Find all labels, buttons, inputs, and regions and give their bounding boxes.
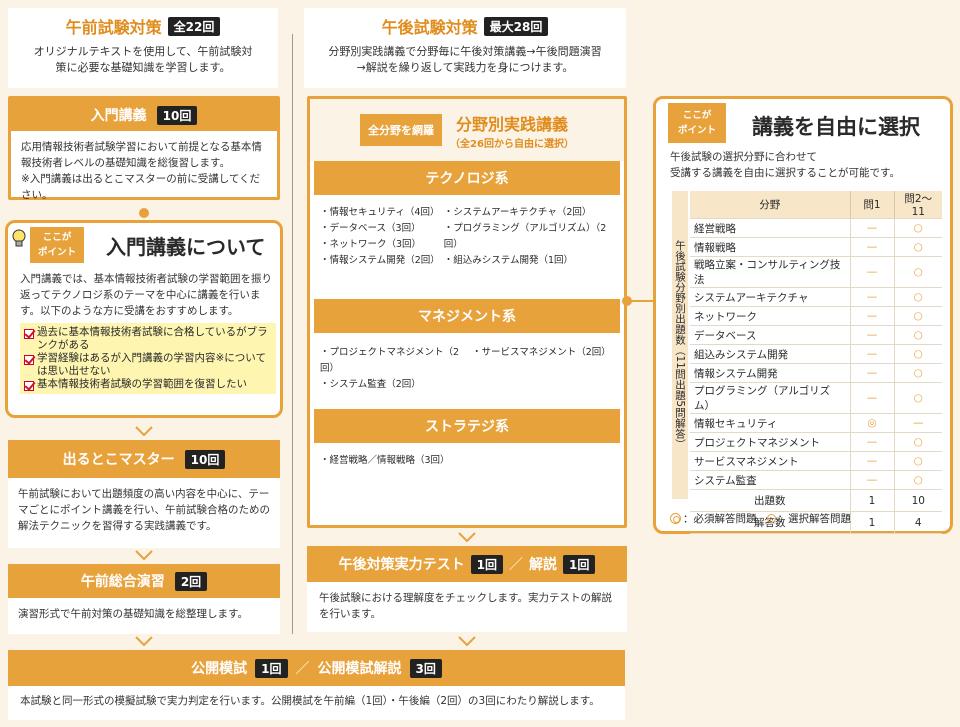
field-title: 分野別実践講義 [455, 114, 568, 134]
table-row: サービスマネジメント—○ [690, 451, 942, 471]
test-box: 午後対策実力テスト 1回 ／ 解説 1回 午後試験における理解度をチェックします… [307, 546, 627, 632]
table-row: 経営戦略—○ [690, 218, 942, 238]
master-text: 午前試験において出題頻度の高い内容を中心に、テーマごとにポイント講義を行い、午前… [18, 488, 270, 532]
mock-explain-count: 3回 [409, 658, 442, 678]
intro-box: 入門講義 10回 応用情報技術者試験学習において前提となる基本情報技術者レベルの… [8, 96, 280, 201]
table-legend: ：必須解答問題 ：選択解答問題 [670, 511, 851, 526]
intro-header: 入門講義 10回 [11, 99, 277, 131]
practice-text: 演習形式で午前対策の基礎知識を総整理します。 [18, 608, 248, 620]
mock-title: 公開模試 [191, 661, 248, 677]
field-box: 全分野を網羅 分野別実践講義 （全26回から自由に選択） テクノロジ系 ・情報セ… [307, 96, 627, 528]
point-tag: ここが ポイント [30, 227, 84, 263]
intro-point-text: 入門講義では、基本情報技術者試験の学習範囲を振り返ってテクノロジ系のテーマを中心… [20, 273, 272, 317]
strat-list: ・経営戦略／情報戦略（3回） [320, 455, 450, 466]
field-sub: （全26回から自由に選択） [450, 138, 574, 150]
table-row: プロジェクトマネジメント—○ [690, 432, 942, 452]
check-item: 基本情報技術者試験の学習範囲を復習したい [24, 378, 272, 391]
explain-title: 解説 [529, 557, 557, 573]
master-box: 出るとこマスター 10回 午前試験において出題頻度の高い内容を中心に、テーマごと… [8, 440, 280, 548]
select-title: 講義を自由に選択 [752, 115, 920, 139]
test-header: 午後対策実力テスト 1回 ／ 解説 1回 [307, 546, 627, 582]
select-point-tag: ここが ポイント [668, 103, 726, 143]
morning-desc: オリジナルテキストを使用して、午前試験対策に必要な基礎知識を学習します。 [33, 45, 253, 74]
tech-list: ・情報セキュリティ（4回） ・データベース（3回） ・ネットワーク（3回） ・情… [320, 207, 607, 266]
intro-title: 入門講義 [90, 108, 147, 124]
chevron-down-icon [458, 532, 476, 542]
intro-point-title: 入門講義について [106, 235, 266, 259]
check-list: 過去に基本情報技術者試験に合格しているがブランクがある 学習経験はあるが入門講義… [20, 323, 276, 394]
chevron-down-icon [135, 550, 153, 560]
check-icon [24, 329, 34, 339]
table-row: システムアーキテクチャ—○ [690, 287, 942, 307]
connector-dot [622, 296, 632, 306]
check-item: 過去に基本情報技術者試験に合格しているがブランクがある [24, 326, 272, 352]
intro-count: 10回 [156, 105, 198, 125]
intro-point-box: ここが ポイント 入門講義について 入門講義では、基本情報技術者試験の学習範囲を… [5, 220, 283, 418]
chevron-down-icon [135, 636, 153, 646]
field-header: 全分野を網羅 分野別実践講義 （全26回から自由に選択） [310, 99, 624, 161]
circle-icon [766, 514, 776, 523]
test-count: 1回 [470, 554, 503, 574]
select-box: ここが ポイント 講義を自由に選択 午後試験の選択分野に合わせて 受講する講義を… [653, 96, 953, 534]
connector-line [627, 300, 653, 302]
mock-header: 公開模試 1回 ／ 公開模試解説 3回 [8, 650, 625, 686]
master-title: 出るとこマスター [62, 452, 175, 468]
morning-header: 午前試験対策 全22回 オリジナルテキストを使用して、午前試験対策に必要な基礎知… [8, 8, 278, 88]
afternoon-header: 午後試験対策 最大28回 分野別実践講義で分野毎に午後対策講義→午後問題演習→解… [304, 8, 626, 88]
table-row: システム監査—○ [690, 470, 942, 490]
practice-header: 午前総合演習 2回 [8, 564, 280, 598]
check-item: 学習経験はあるが入門講義の学習内容※については思い出せない [24, 352, 272, 378]
mgmt-list: ・プロジェクトマネジメント（2回） ・システム監査（2回） ・サービスマネジメン… [320, 347, 611, 390]
practice-title: 午前総合演習 [80, 574, 165, 590]
table-row: 戦略立案・コンサルティング技法—○ [690, 256, 942, 288]
mock-explain-title: 公開模試解説 [317, 661, 402, 677]
mock-box: 公開模試 1回 ／ 公開模試解説 3回 本試験と同一形式の模擬試験で実力判定を行… [8, 650, 625, 720]
table-row: 情報戦略—○ [690, 237, 942, 257]
check-icon [24, 381, 34, 391]
side-label: 午後試験分野別出題数（11問出題5問解答） [672, 191, 688, 499]
practice-box: 午前総合演習 2回 演習形式で午前対策の基礎知識を総整理します。 [8, 564, 280, 634]
connector-dot [139, 208, 149, 218]
morning-badge: 全22回 [167, 16, 221, 36]
intro-text: 応用情報技術者試験学習において前提となる基本情報技術者レベルの基礎知識を総復習し… [21, 141, 262, 169]
test-title: 午後対策実力テスト [338, 557, 465, 573]
double-circle-icon [670, 513, 681, 524]
strat-header: ストラテジ系 [314, 409, 620, 443]
table-row: 情報セキュリティ◎— [690, 413, 942, 433]
table-row: 情報システム開発—○ [690, 363, 942, 383]
check-icon [24, 355, 34, 365]
test-text: 午後試験における理解度をチェックします。実力テストの解説を行います。 [319, 592, 612, 620]
mock-count: 1回 [255, 658, 288, 678]
divider [292, 34, 293, 634]
afternoon-title: 午後試験対策 [381, 18, 478, 37]
chevron-down-icon [458, 636, 476, 646]
table-row: ネットワーク—○ [690, 306, 942, 326]
bulb-icon [12, 229, 26, 249]
chevron-down-icon [135, 426, 153, 436]
table-row: プログラミング（アルゴリズム）—○ [690, 382, 942, 414]
mock-text: 本試験と同一形式の模擬試験で実力判定を行います。公開模試を午前編（1回）・午後編… [20, 695, 600, 707]
table-row: データベース—○ [690, 325, 942, 345]
table-row: 組込みシステム開発—○ [690, 344, 942, 364]
field-table: 分野 問1 問2〜11 経営戦略—○情報戦略—○戦略立案・コンサルティング技法—… [690, 191, 942, 534]
afternoon-badge: 最大28回 [483, 16, 549, 36]
select-text: 午後試験の選択分野に合わせて 受講する講義を自由に選択することが可能です。 [670, 151, 900, 179]
master-header: 出るとこマスター 10回 [8, 440, 280, 478]
morning-title: 午前試験対策 [65, 18, 162, 37]
afternoon-desc: 分野別実践講義で分野毎に午後対策講義→午後問題演習→解説を繰り返して実践力を身に… [328, 45, 602, 74]
master-count: 10回 [184, 449, 226, 469]
tech-header: テクノロジ系 [314, 161, 620, 195]
practice-count: 2回 [174, 571, 208, 591]
mgmt-header: マネジメント系 [314, 299, 620, 333]
field-tag: 全分野を網羅 [360, 114, 443, 146]
explain-count: 1回 [563, 554, 596, 574]
intro-note: ※入門講義は出るとこマスターの前に受講してください。 [21, 173, 261, 201]
